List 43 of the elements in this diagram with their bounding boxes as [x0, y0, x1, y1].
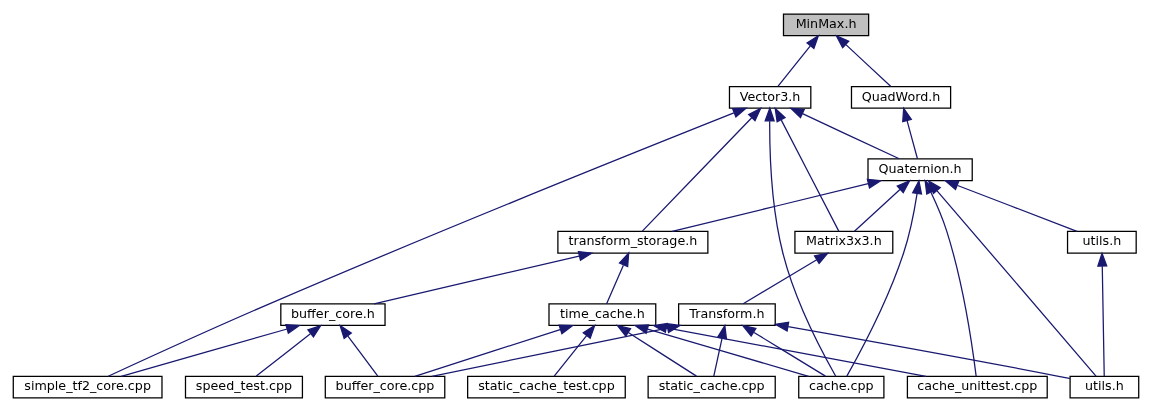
arrow [764, 105, 837, 377]
arrow [120, 323, 302, 377]
arrow [789, 106, 900, 159]
node-box: Vector3.h [728, 85, 812, 109]
node-box: cache_unittest.cpp [906, 375, 1048, 399]
node-box: transform_storage.h [557, 230, 709, 254]
arrow [774, 106, 840, 232]
arrow [414, 324, 575, 377]
arrow [1096, 250, 1108, 377]
node-box: utils.h [1066, 230, 1137, 254]
arrow [107, 106, 748, 377]
node-box: buffer_core.h [280, 302, 386, 326]
node-box: buffer_core.cpp [324, 375, 446, 399]
node-box: time_cache.h [548, 302, 657, 326]
arrow [902, 105, 919, 159]
node-box: QuadWord.h [850, 85, 952, 109]
node-box: utils.h [1069, 375, 1140, 399]
arrow [741, 324, 827, 377]
node-box: Transform.h [678, 302, 776, 326]
node-box: static_cache_test.cpp [467, 375, 626, 399]
node-box: Matrix3x3.h [794, 230, 894, 254]
arrow [338, 323, 379, 377]
arrow [373, 250, 594, 304]
node-box: simple_tf2_core.cpp [12, 375, 163, 399]
arrow [553, 323, 596, 377]
arrow [255, 323, 323, 377]
node-box: speed_test.cpp [184, 375, 304, 399]
arrow [773, 320, 1071, 379]
arrow [641, 106, 762, 232]
arrow [927, 178, 1097, 377]
arrow [671, 178, 883, 232]
arrow [853, 178, 911, 232]
node-box: cache.cpp [798, 375, 885, 399]
arrow [846, 178, 923, 377]
arrow [777, 33, 820, 87]
node-box: static_cache.cpp [647, 375, 776, 399]
arrow [943, 179, 1078, 232]
arrow [713, 323, 728, 377]
arrow [742, 251, 830, 304]
node-box: Quaternion.h [867, 157, 973, 181]
arrow [835, 33, 892, 87]
arrow [606, 250, 630, 304]
node-box: MinMax.h [782, 12, 870, 36]
